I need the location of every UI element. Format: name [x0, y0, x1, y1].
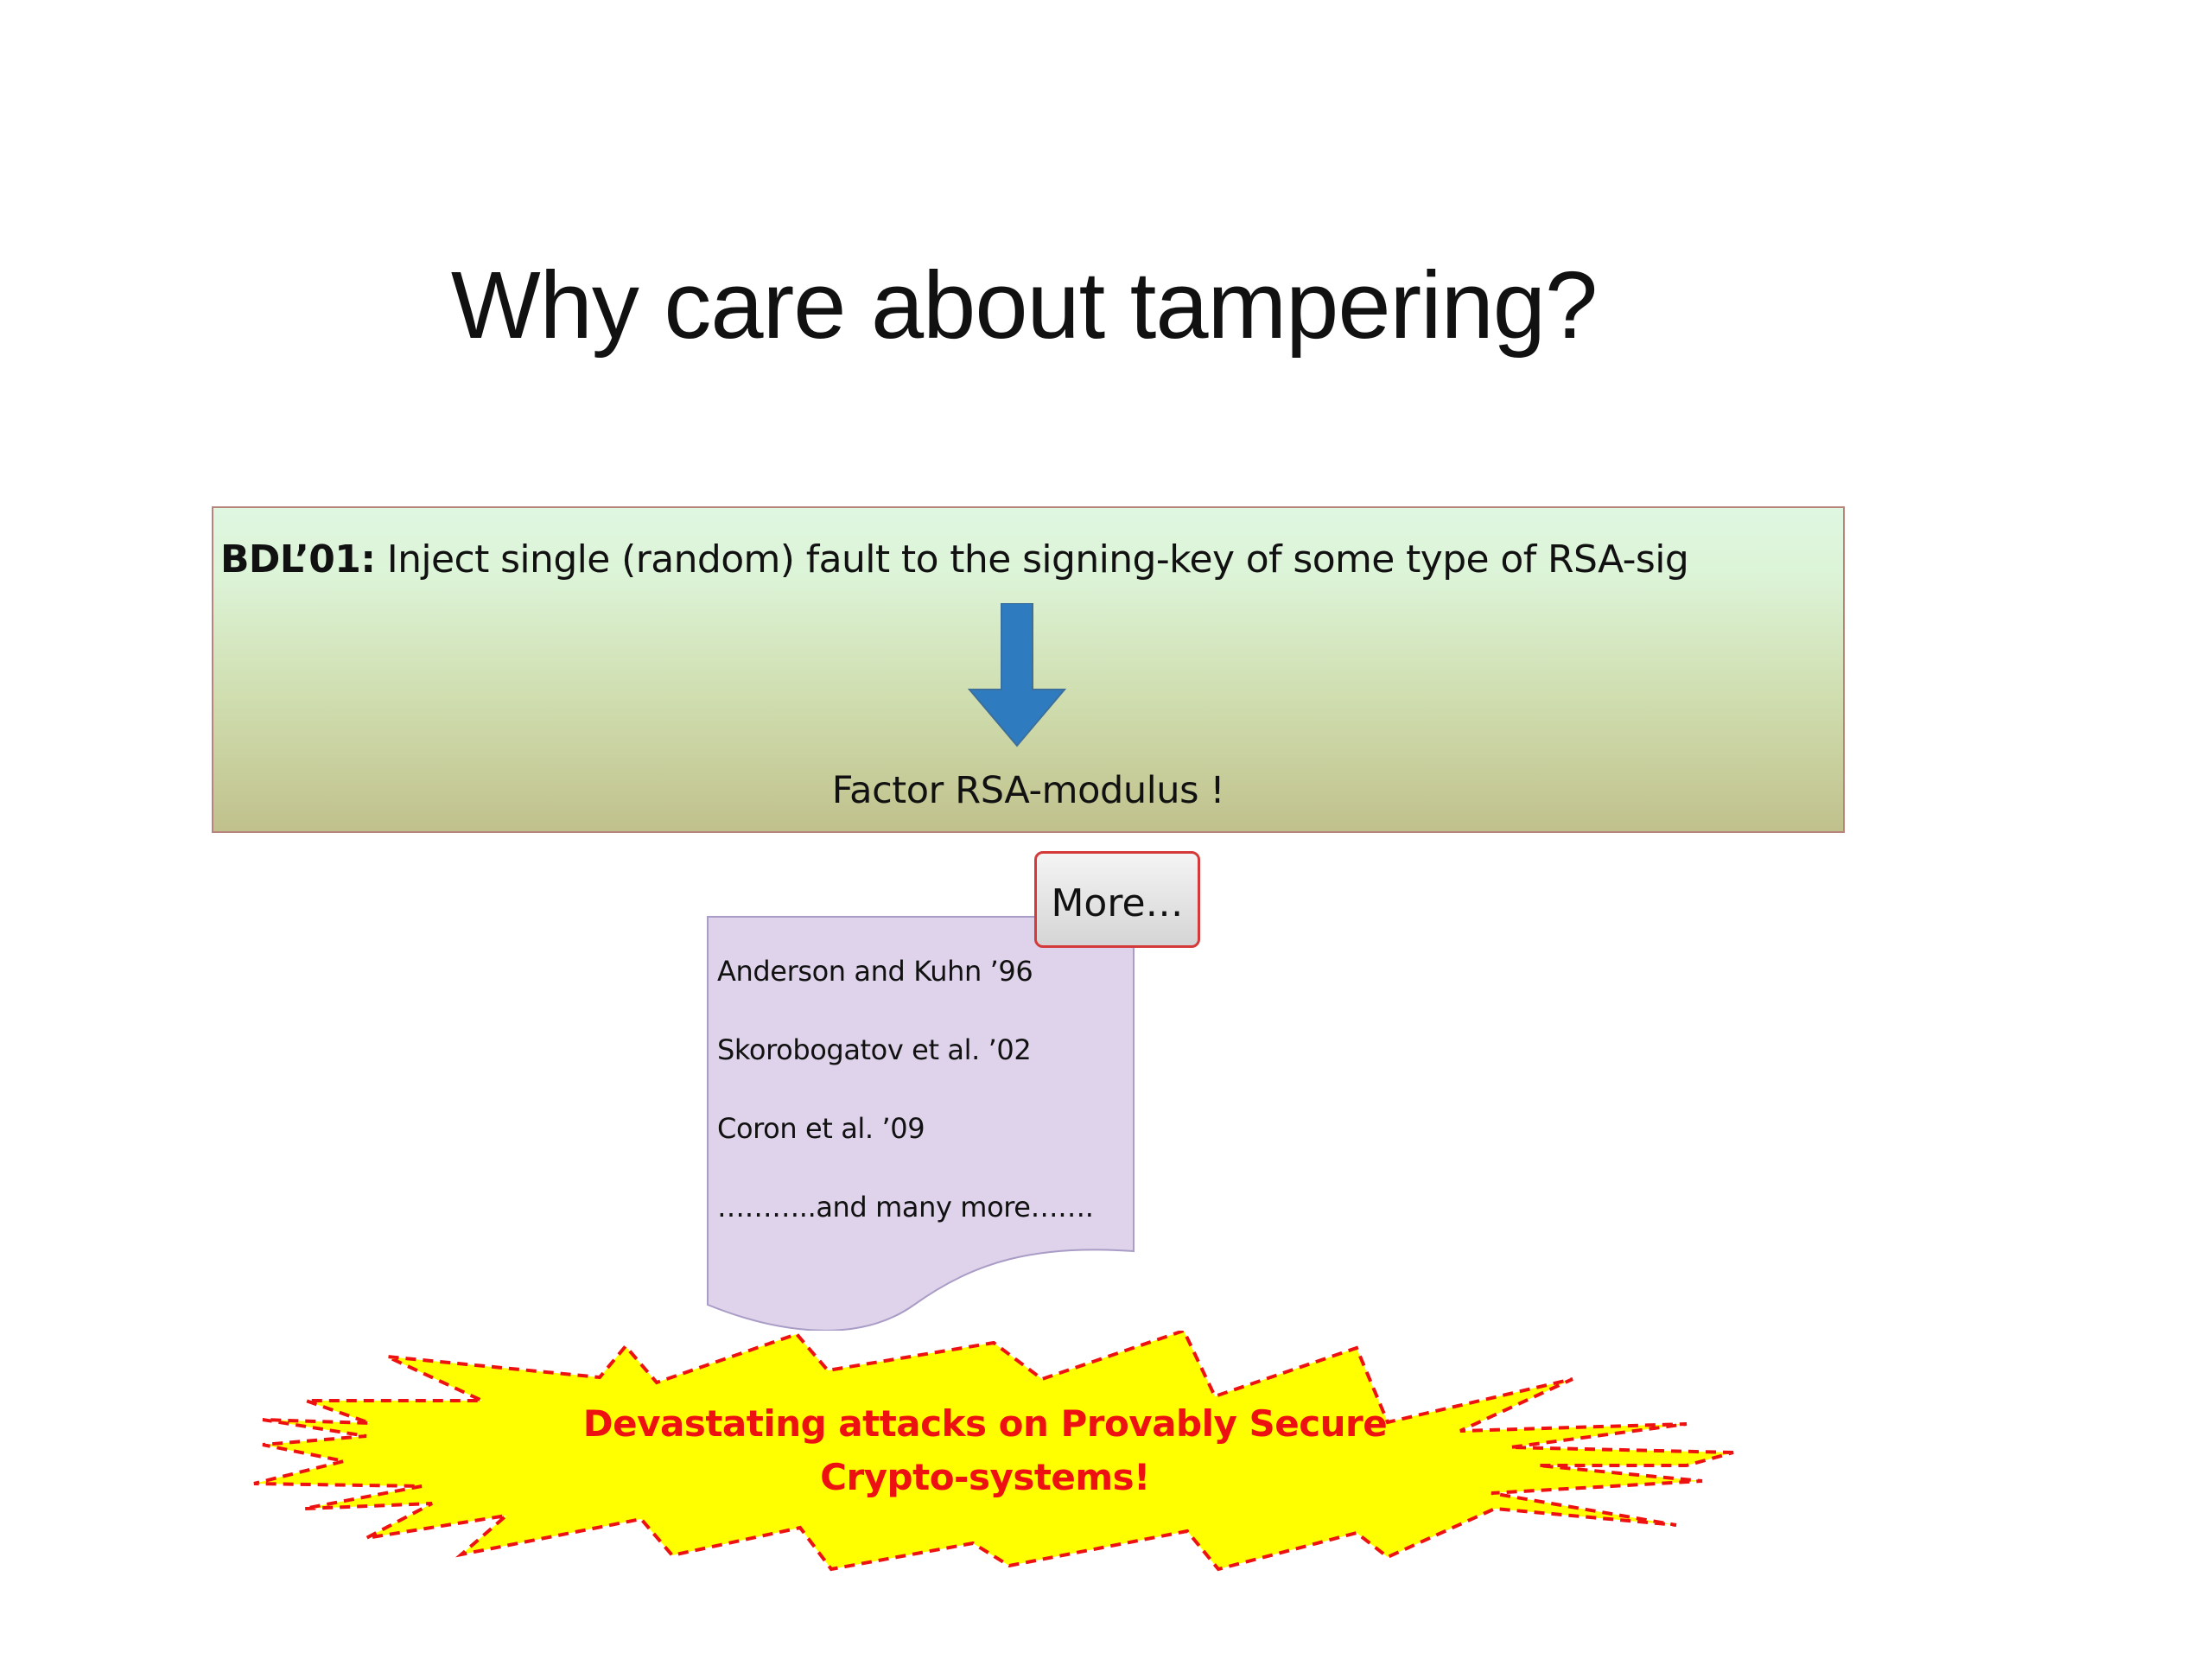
reference-list: Anderson and Kuhn ’96 Skorobogatov et al… — [717, 955, 1094, 1269]
more-callout: More… — [1034, 851, 1200, 948]
down-arrow-icon — [967, 603, 1067, 747]
reference-item: Coron et al. ’09 — [717, 1112, 925, 1145]
reference-item: Anderson and Kuhn ’96 — [717, 955, 1033, 988]
slide-title: Why care about tampering? — [450, 252, 1598, 359]
result-text: Factor RSA-modulus ! — [831, 769, 1225, 812]
burst-line-1: Devastating attacks on Provably Secure — [582, 1402, 1388, 1445]
document-shape — [707, 916, 1135, 1331]
claim-box: BDL’01: Inject single (random) fault to … — [212, 506, 1845, 833]
claim-label: BDL’01: — [220, 537, 376, 582]
reference-item: Skorobogatov et al. ’02 — [717, 1033, 1032, 1066]
burst-text: Devastating attacks on Provably Secure C… — [484, 1397, 1486, 1504]
explosion-burst-shape — [253, 1331, 1734, 1572]
burst-line-2: Crypto-systems! — [820, 1456, 1150, 1498]
reference-item: ………..and many more……. — [717, 1191, 1094, 1224]
claim-text: Inject single (random) fault to the sign… — [386, 537, 1689, 582]
claim-line: BDL’01: Inject single (random) fault to … — [220, 537, 1689, 582]
